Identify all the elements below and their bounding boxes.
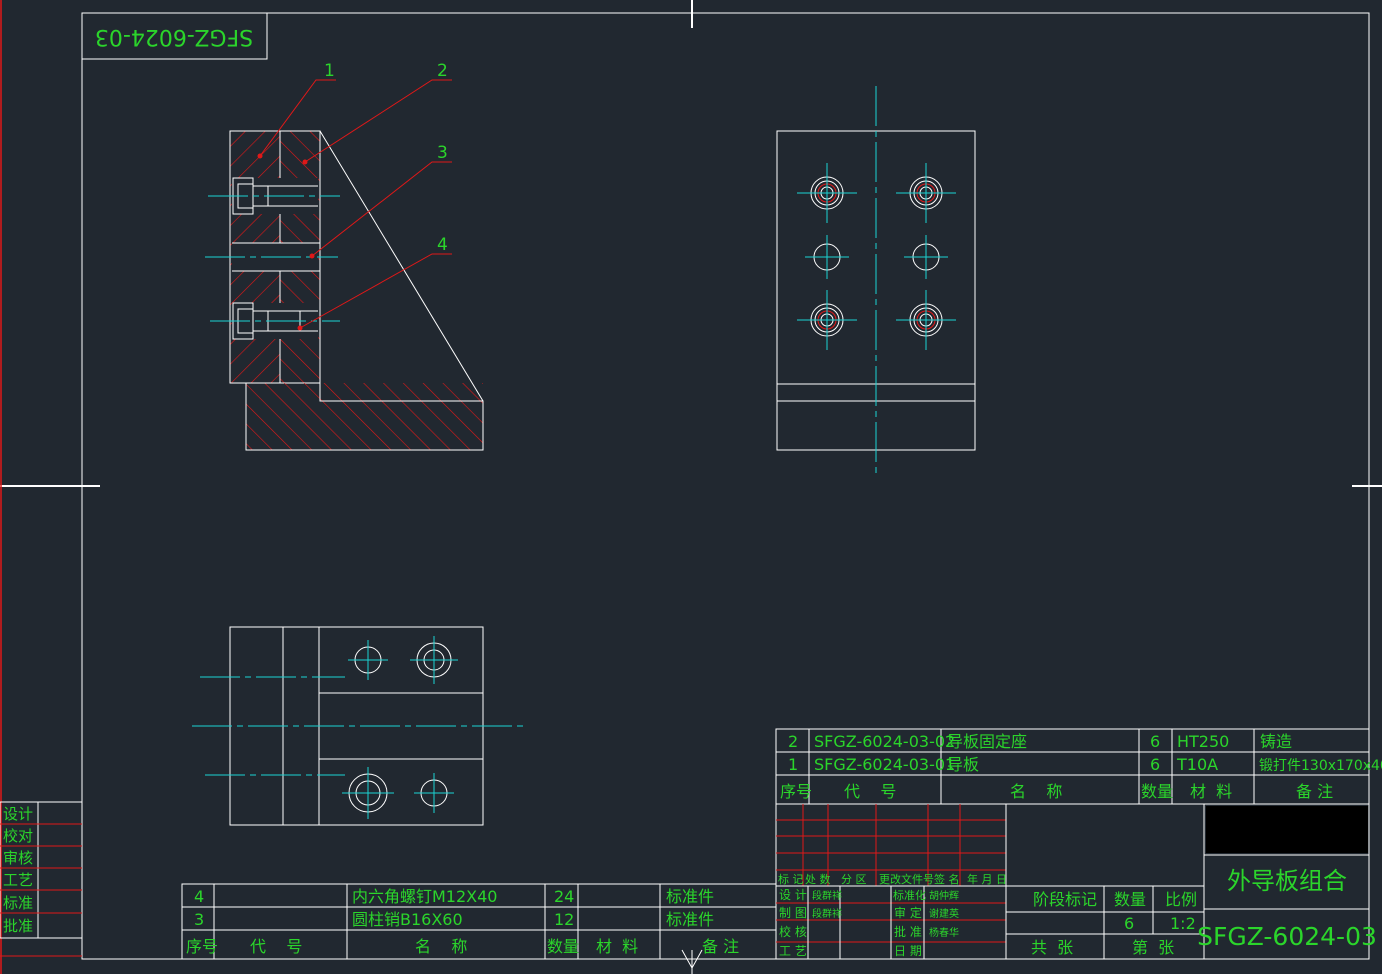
bom-left-row1-qty: 24 xyxy=(554,887,574,906)
rotated-code-text: SFGZ-6024-03 xyxy=(95,24,253,49)
top-view-holes xyxy=(342,636,458,819)
bom-left-row2-name: 圆柱销B16X60 xyxy=(352,910,463,929)
role-draft-name: 段群祥 xyxy=(812,907,842,920)
screw-hole-1 xyxy=(797,163,857,223)
bom-left-row1-name: 内六角螺钉M12X40 xyxy=(352,887,498,906)
bom-right-h-material: 材 料 xyxy=(1190,782,1232,801)
balloon-1: 1 xyxy=(324,61,335,81)
role-check: 校 核 xyxy=(779,924,807,939)
bom-left-h-qty: 数量 xyxy=(547,937,579,956)
stamp-standard: 标准 xyxy=(3,894,33,912)
title-block: 标 记 处 数 分 区 更改文件号 签 名 年 月 日 设 计 段群祥 标准化 … xyxy=(775,803,1377,960)
bom-left-h-material: 材 料 xyxy=(596,937,638,956)
side-view xyxy=(776,86,976,476)
side-stamp: 设计 校对 审核 工艺 标准 批准 xyxy=(0,801,83,957)
pin-hole-2 xyxy=(904,235,948,279)
side-view-holes xyxy=(797,163,956,350)
drawing-name: 外导板组合 xyxy=(1227,867,1347,895)
stage-label: 阶段标记 xyxy=(1033,890,1097,909)
role-verify: 审 定 xyxy=(894,905,922,920)
role-approve-name: 杨春华 xyxy=(929,926,959,939)
role-design: 设 计 xyxy=(779,888,807,902)
scale-value: 1:2 xyxy=(1170,914,1196,933)
role-date: 日 期 xyxy=(894,944,922,958)
change-h-date: 年 月 日 xyxy=(967,872,1007,886)
scale-label: 比例 xyxy=(1165,890,1197,909)
top-screw-hole-1 xyxy=(410,636,458,684)
change-h-mark: 标 记 xyxy=(778,872,804,886)
balloon-3: 3 xyxy=(437,143,448,163)
bom-left-h-code: 代 号 xyxy=(250,937,302,956)
role-draft: 制 图 xyxy=(779,906,807,920)
bom-right-row1-qty: 6 xyxy=(1150,732,1160,751)
stamp-check: 校对 xyxy=(3,827,33,845)
screw-hole-4 xyxy=(896,290,956,350)
balloon-4: 4 xyxy=(437,235,448,255)
drawing-code: SFGZ-6024-03 xyxy=(1197,922,1377,951)
bom-right-row2-code: SFGZ-6024-03-01 xyxy=(814,755,955,774)
bom-right-h-no: 序号 xyxy=(780,782,812,801)
role-verify-name: 谢建英 xyxy=(929,907,959,920)
role-process: 工 艺 xyxy=(779,944,807,958)
bom-left-row1-no: 4 xyxy=(194,887,204,906)
bom-left-row2-remark: 标准件 xyxy=(666,910,714,929)
bom-left-row1-remark: 标准件 xyxy=(666,887,714,906)
rotated-code-box: SFGZ-6024-03 xyxy=(81,12,268,60)
role-standard-name: 胡仲辉 xyxy=(929,889,959,902)
stamp-review: 审核 xyxy=(3,849,33,867)
bom-right-row2-material: T10A xyxy=(1176,755,1218,774)
bom-right-row2-no: 1 xyxy=(788,755,798,774)
bom-left-row2-no: 3 xyxy=(194,910,204,929)
role-design-name: 段群祥 xyxy=(812,889,842,902)
role-approve: 批 准 xyxy=(894,924,922,939)
change-h-doc: 更改文件号 xyxy=(879,872,934,886)
bom-left-table: 4 内六角螺钉M12X40 24 标准件 3 圆柱销B16X60 12 标准件 … xyxy=(181,883,777,960)
sheet-number: 第 张 xyxy=(1132,938,1174,957)
bom-right-row2-name: 导板 xyxy=(947,755,979,774)
bom-right-h-qty: 数量 xyxy=(1141,782,1173,801)
role-standard: 标准化 xyxy=(893,888,926,902)
qty-value: 6 xyxy=(1124,914,1134,933)
bom-right-row2-remark: 锻打件130x170x40 xyxy=(1259,757,1382,774)
screw-hole-2 xyxy=(896,163,956,223)
bom-right-row1-remark: 铸造 xyxy=(1260,732,1292,751)
bom-right-table: 2 SFGZ-6024-03-02 导板固定座 6 HT250 铸造 1 SFG… xyxy=(775,728,1382,805)
top-view xyxy=(192,626,525,826)
bom-left-h-no: 序号 xyxy=(186,937,218,956)
stamp-process: 工艺 xyxy=(3,871,33,889)
top-screw-hole-2 xyxy=(342,767,394,819)
bom-right-row1-no: 2 xyxy=(788,732,798,751)
bom-left-h-name: 名 称 xyxy=(415,937,467,956)
change-h-zone: 分 区 xyxy=(841,873,867,886)
screw-hole-3 xyxy=(797,290,857,350)
bom-right-h-remark: 备 注 xyxy=(1296,782,1333,801)
qty-label: 数量 xyxy=(1114,890,1146,909)
bom-right-row1-name: 导板固定座 xyxy=(947,732,1027,751)
stamp-design: 设计 xyxy=(3,805,33,823)
stamp-approve: 批准 xyxy=(3,917,33,935)
front-section-view: 1 2 3 4 xyxy=(205,61,484,451)
change-h-count: 处 数 xyxy=(805,873,831,886)
top-pin-hole-2 xyxy=(414,773,454,813)
bom-left-h-remark: 备 注 xyxy=(702,937,739,956)
bom-right-row2-qty: 6 xyxy=(1150,755,1160,774)
change-h-sign: 签 名 xyxy=(934,872,960,886)
bom-right-h-code: 代 号 xyxy=(844,782,896,801)
bom-right-h-name: 名 称 xyxy=(1010,782,1062,801)
guide-base-foot-section xyxy=(246,383,483,450)
logo-box xyxy=(1206,806,1368,853)
bom-left-row2-qty: 12 xyxy=(554,910,574,929)
bom-right-row1-material: HT250 xyxy=(1177,732,1229,751)
top-pin-hole-1 xyxy=(348,640,388,680)
balloon-2: 2 xyxy=(437,61,448,81)
pin-hole-1 xyxy=(805,235,849,279)
bom-right-row1-code: SFGZ-6024-03-02 xyxy=(814,732,955,751)
total-sheets: 共 张 xyxy=(1031,938,1073,957)
